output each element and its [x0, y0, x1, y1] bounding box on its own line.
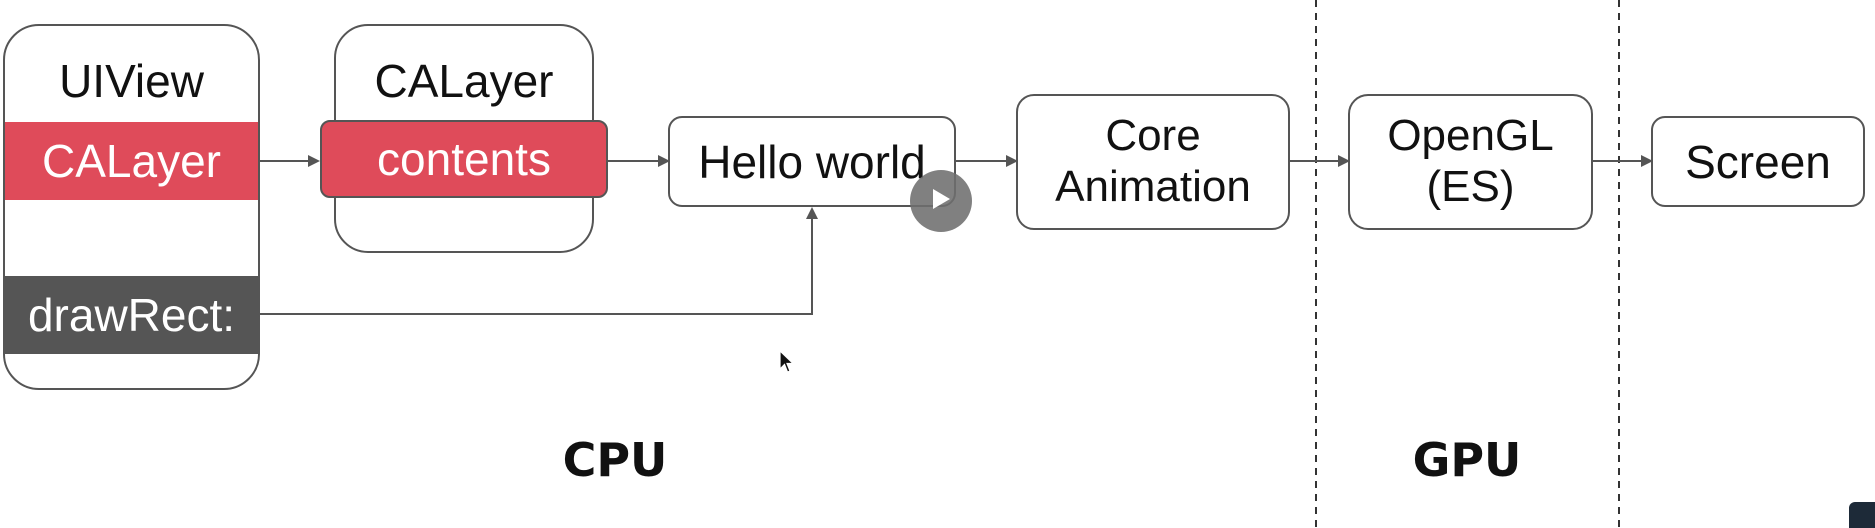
- uiview-title: UIView: [59, 55, 204, 107]
- uiview-calayer-band: CALayer: [5, 122, 258, 200]
- corner-badge[interactable]: [1849, 502, 1875, 528]
- screen-box: Screen: [1651, 116, 1865, 207]
- core-animation-line2: Animation: [1055, 162, 1251, 211]
- opengl-line2: (ES): [1426, 162, 1515, 211]
- uiview-box: UIView CALayer drawRect:: [3, 24, 260, 390]
- uiview-drawrect-band: drawRect:: [5, 276, 258, 354]
- play-button[interactable]: [910, 170, 972, 232]
- gpu-section-label: GPU: [1412, 433, 1522, 487]
- calayer-title: CALayer: [374, 55, 554, 107]
- arrow-drawrect-to-hello: [260, 207, 818, 315]
- contents-band: contents: [320, 120, 608, 198]
- hello-world-box: Hello world: [668, 116, 956, 207]
- opengl-line1: OpenGL: [1387, 111, 1554, 161]
- opengl-box: OpenGL (ES): [1348, 94, 1593, 230]
- cpu-section-label: CPU: [562, 433, 668, 487]
- cursor-icon: [779, 349, 795, 379]
- core-animation-box: Core Animation: [1016, 94, 1290, 230]
- play-icon: [930, 187, 952, 216]
- core-animation-line1: Core: [1105, 111, 1201, 161]
